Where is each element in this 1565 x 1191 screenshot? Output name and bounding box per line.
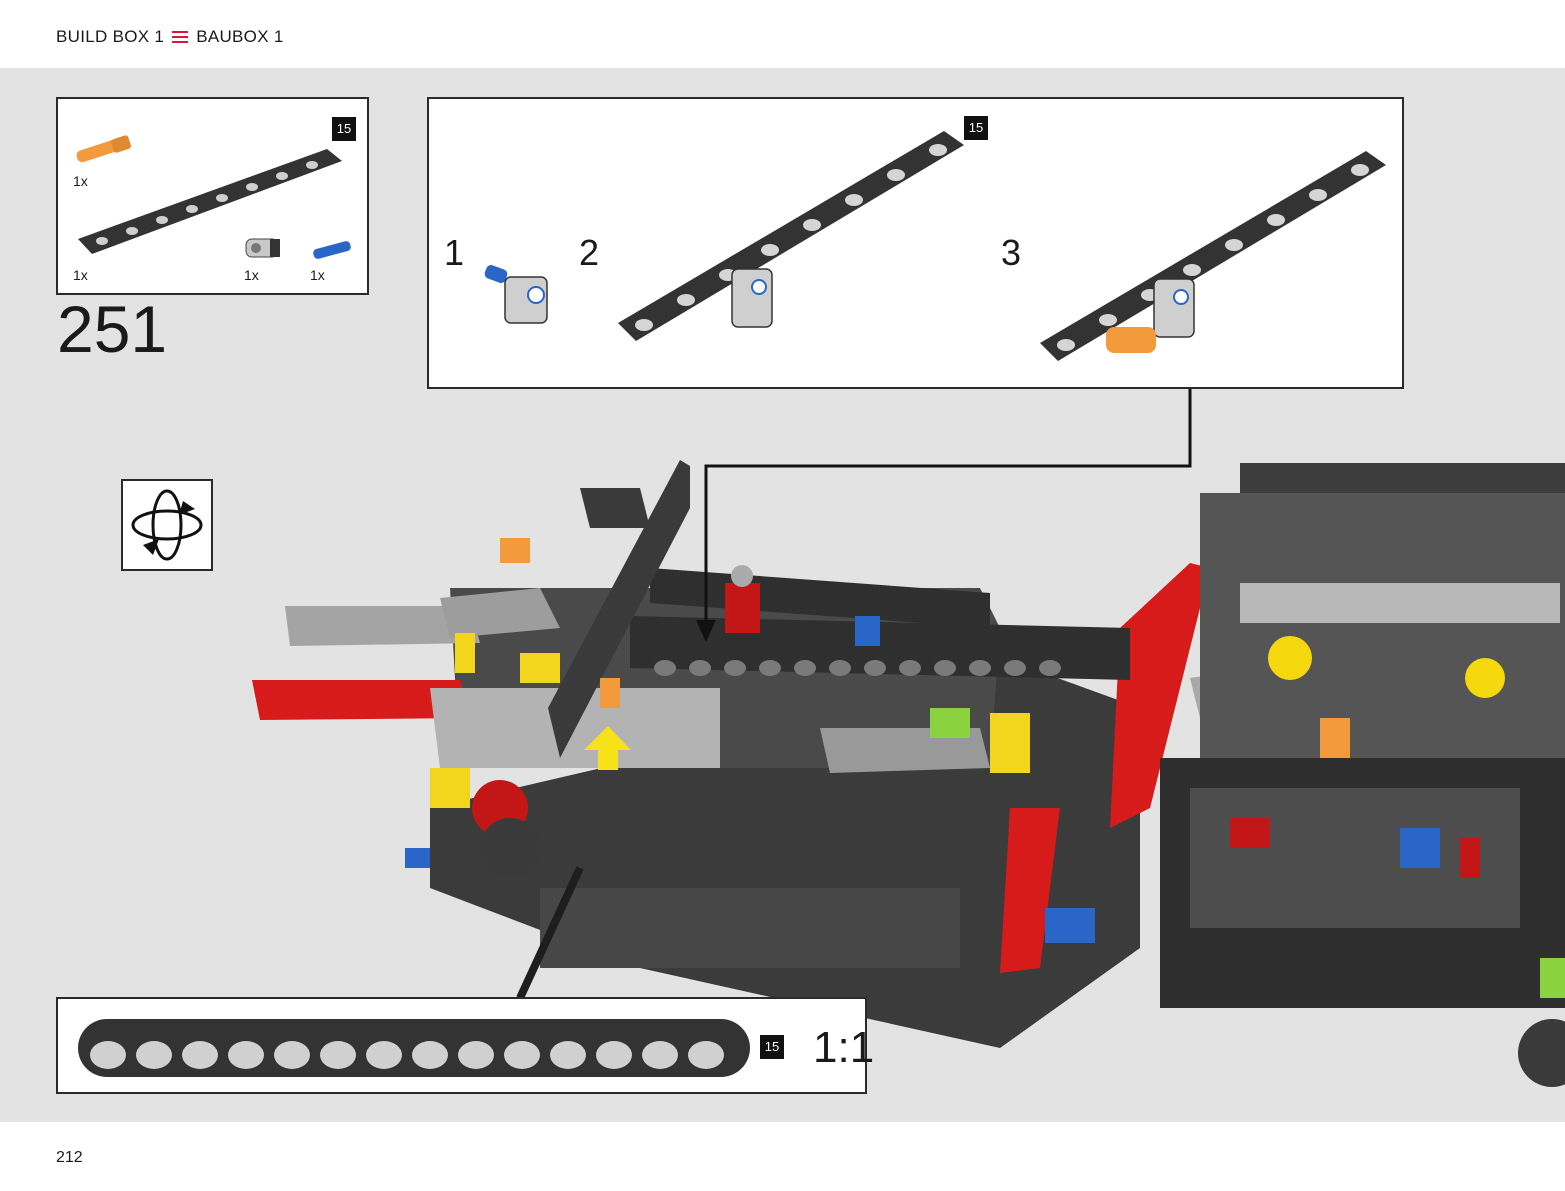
- dark-beam-15-icon: [78, 149, 342, 254]
- callout-connector: [704, 388, 1192, 628]
- substep-2-label: 2: [579, 232, 600, 273]
- colored-parts: [405, 538, 1565, 998]
- page-header: BUILD BOX 1 BAUBOX 1: [0, 0, 1565, 68]
- model-illustration: [252, 388, 1565, 1087]
- page-footer: 212: [0, 1122, 1565, 1191]
- scale-box: 15 1:1: [56, 997, 874, 1094]
- scale-badge: 15: [760, 1035, 784, 1059]
- parts-list-box: 15 1x 1x 1x 1x: [56, 97, 369, 295]
- instruction-canvas: 15 1x 1x 1x 1x 251 15: [0, 68, 1565, 1122]
- substep-1-label: 1: [444, 232, 465, 273]
- parts-badge: 15: [332, 117, 356, 141]
- chassis-frame-right: [1160, 463, 1565, 1087]
- black-rod: [516, 866, 584, 1000]
- qty-pin-connector: 1x: [244, 267, 259, 283]
- substep-3-illustration: [1040, 151, 1386, 361]
- title-en: BUILD BOX 1: [56, 27, 165, 46]
- page-number: 212: [56, 1149, 83, 1166]
- pin-connector-icon: [245, 238, 280, 258]
- qty-blue-pin: 1x: [310, 267, 325, 283]
- rotate-model-icon: [121, 479, 213, 571]
- substep-2-illustration: [618, 131, 964, 341]
- yellow-arrow-icon: [584, 726, 631, 770]
- orange-axle-pin-icon: [76, 135, 131, 163]
- subassembly-badge: 15: [964, 116, 988, 140]
- substep-1-illustration: [484, 265, 548, 324]
- step-number: 251: [57, 292, 168, 366]
- header-title: BUILD BOX 1 BAUBOX 1: [56, 27, 284, 47]
- scale-label: 1:1: [813, 1023, 875, 1072]
- beam-holes: [654, 660, 1061, 676]
- callout-arrow-icon: [696, 620, 716, 642]
- red-beams: [252, 563, 1210, 973]
- qty-orange-pin: 1x: [73, 173, 88, 189]
- beam-1to1-illustration: [78, 1019, 750, 1077]
- subassembly-box: 15 1 2 3: [427, 97, 1404, 389]
- title-de: BAUBOX 1: [196, 27, 284, 46]
- substep-3-label: 3: [1001, 232, 1022, 273]
- qty-dark-beam: 1x: [73, 267, 88, 283]
- blue-pin-icon: [313, 241, 351, 259]
- separator-icon: [172, 31, 189, 43]
